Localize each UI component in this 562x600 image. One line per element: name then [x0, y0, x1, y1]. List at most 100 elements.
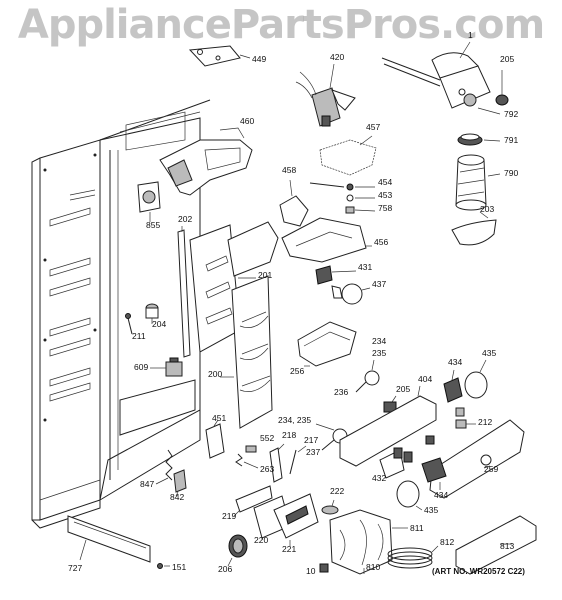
- part-label-10: 10: [306, 566, 316, 576]
- part-label-458: 458: [282, 165, 296, 175]
- part-label-221: 221: [282, 544, 296, 554]
- drip-tray-256: [297, 321, 357, 367]
- part-label-791: 791: [504, 135, 518, 145]
- clip-212: [455, 419, 476, 429]
- liner-rivets: [43, 153, 97, 422]
- part-label-219: 219: [222, 511, 236, 521]
- part-204: [145, 303, 159, 324]
- part-label-434b: 434: [434, 490, 448, 500]
- kickplate-727: [67, 515, 151, 563]
- part-label-435b: 435: [424, 505, 438, 515]
- part-label-203: 203: [480, 204, 494, 214]
- fan-guard-855: [137, 181, 161, 222]
- lever-218: [269, 443, 285, 483]
- part-label-201: 201: [258, 270, 272, 280]
- part-label-812: 812: [440, 537, 454, 547]
- part-label-212: 212: [478, 417, 492, 427]
- dispenser-housing-456: [281, 217, 372, 263]
- screw-217: [289, 445, 307, 475]
- part-label-855: 855: [146, 220, 160, 230]
- part-label-758: 758: [378, 203, 392, 213]
- bracket-432: [379, 447, 413, 479]
- air-duct-460: [159, 127, 253, 196]
- seal-strip-202: [177, 226, 191, 358]
- part-label-237: 237: [306, 447, 320, 457]
- cover-259: [429, 419, 525, 499]
- part-label-609: 609: [134, 362, 148, 372]
- part-label-727: 727: [68, 563, 82, 573]
- part-label-792: 792: [504, 109, 518, 119]
- part-label-204: 204: [152, 319, 166, 329]
- part-label-811: 811: [410, 523, 424, 533]
- part-label-460: 460: [240, 116, 254, 126]
- light-socket-431: [315, 265, 357, 285]
- part-label-431: 431: [358, 262, 372, 272]
- dispenser-motor-420: [295, 63, 356, 127]
- part-label-200: 200: [208, 369, 222, 379]
- part-label-437: 437: [372, 279, 386, 289]
- light-socket-434b: [421, 457, 447, 490]
- part-552: [245, 445, 257, 453]
- part-label-151: 151: [172, 562, 186, 572]
- screws-454-453-758: [309, 182, 376, 214]
- light-bulb-437: [331, 283, 371, 305]
- part-label-432: 432: [372, 473, 386, 483]
- part-label-454: 454: [378, 177, 392, 187]
- part-222: [321, 499, 339, 515]
- part-label-1: 1: [468, 30, 473, 40]
- part-label-236: 236: [334, 387, 348, 397]
- light-socket-434a: [443, 369, 463, 403]
- part-label-205a: 205: [500, 54, 514, 64]
- cap-206: [227, 534, 248, 567]
- part-label-813: 813: [500, 541, 514, 551]
- dispenser-cover: [227, 221, 279, 277]
- part-label-217: 217: [304, 435, 318, 445]
- part-label-235a: 235: [372, 348, 386, 358]
- part-label-220: 220: [254, 535, 268, 545]
- actuator-221: [273, 493, 319, 546]
- part-label-202: 202: [178, 214, 192, 224]
- part-labels: 1205792791790203420449460457458454453758…: [68, 30, 518, 576]
- part-label-847: 847: [140, 479, 154, 489]
- screw-211: [125, 313, 133, 335]
- part-label-234a: 234: [372, 336, 386, 346]
- part-label-420: 420: [330, 52, 344, 62]
- screw-151: [157, 563, 170, 569]
- part-label-211: 211: [132, 331, 146, 341]
- part-label-453: 453: [378, 190, 392, 200]
- part-label-206: 206: [218, 564, 232, 574]
- part-label-449: 449: [252, 54, 266, 64]
- part-label-552: 552: [260, 433, 274, 443]
- light-bulb-435b: [396, 480, 423, 511]
- gear-792: [477, 107, 501, 115]
- part-label-263: 263: [260, 464, 274, 474]
- art-number: (ART NO. WR20572 C22): [432, 567, 525, 576]
- shelf-supports: [49, 189, 96, 402]
- screw-10: [319, 563, 329, 573]
- cover-203: [451, 211, 497, 246]
- watermark: AppliancePartsPros.com: [17, 2, 545, 48]
- door-panel-200: [220, 275, 273, 429]
- part-label-234-235: 234, 235: [278, 415, 311, 425]
- nut-205: [495, 70, 509, 106]
- part-label-435a: 435: [482, 348, 496, 358]
- part-label-205b: 205: [396, 384, 410, 394]
- part-label-457: 457: [366, 122, 380, 132]
- spring-263: [235, 453, 259, 469]
- actuator-219: [233, 485, 273, 517]
- part-label-810: 810: [366, 562, 380, 572]
- part-label-256: 256: [290, 366, 304, 376]
- part-label-451: 451: [212, 413, 226, 423]
- cover-813: [455, 515, 537, 575]
- part-842: [173, 469, 187, 497]
- screws-lens: [425, 407, 465, 445]
- part-label-259: 259: [484, 464, 498, 474]
- part-label-842: 842: [170, 492, 184, 502]
- bracket-458: [279, 179, 309, 227]
- part-label-434a: 434: [448, 357, 462, 367]
- part-label-456: 456: [374, 237, 388, 247]
- cabinet-liner: [31, 99, 211, 529]
- spring-236: [355, 359, 380, 393]
- part-label-218: 218: [282, 430, 296, 440]
